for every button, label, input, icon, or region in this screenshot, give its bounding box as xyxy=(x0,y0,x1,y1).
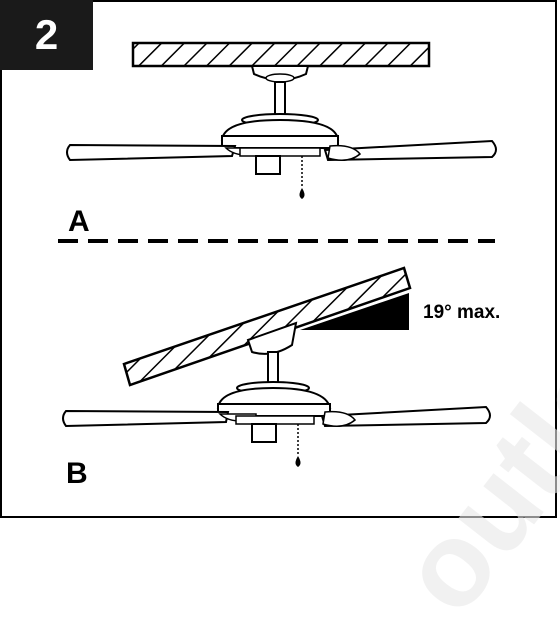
ceiling-sloped xyxy=(122,266,412,387)
label-a: A xyxy=(68,205,90,238)
ceiling-fan-b xyxy=(62,321,491,467)
ceiling-flat xyxy=(131,41,431,68)
fan-installation-diagram xyxy=(58,41,497,467)
step-number-badge: 2 xyxy=(0,0,93,70)
diagram-frame xyxy=(0,0,557,518)
angle-wedge xyxy=(300,293,409,330)
ceiling-fan-a xyxy=(66,65,497,199)
max-angle-label: 19° max. xyxy=(423,302,501,323)
label-b: B xyxy=(66,457,88,490)
